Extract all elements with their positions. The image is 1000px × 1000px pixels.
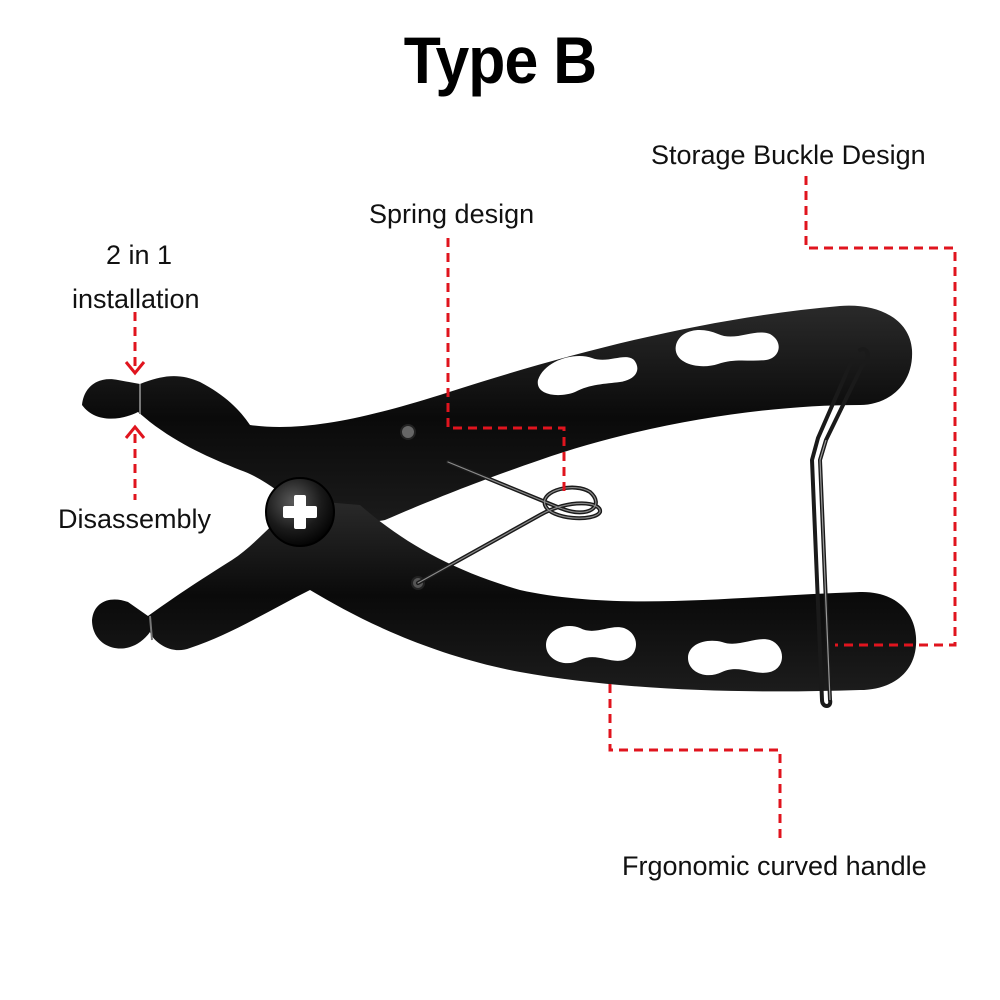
label-ergonomic-handle: Frgonomic curved handle (622, 851, 927, 881)
label-disassembly: Disassembly (58, 504, 212, 534)
lower-slot-2 (688, 639, 782, 676)
up-arrow-icon (124, 424, 146, 439)
lower-slot-1 (546, 625, 636, 664)
page-title: Type B (403, 23, 597, 97)
upper-slot-1 (537, 356, 638, 396)
handle-leader (608, 684, 782, 842)
label-installation: installation (72, 284, 200, 314)
down-arrow-icon (124, 361, 146, 376)
rivet (400, 424, 416, 440)
upper-slot-2 (675, 329, 779, 367)
arrowheads (124, 361, 146, 439)
spring-leader (446, 238, 566, 492)
upper-arm (82, 305, 913, 530)
storage-leader (804, 176, 957, 647)
lower-arm (92, 500, 917, 692)
annotation-lines (133, 176, 957, 842)
label-two-in-one: 2 in 1 (106, 240, 173, 270)
label-spring-design: Spring design (369, 199, 535, 229)
label-storage-buckle: Storage Buckle Design (651, 140, 926, 170)
